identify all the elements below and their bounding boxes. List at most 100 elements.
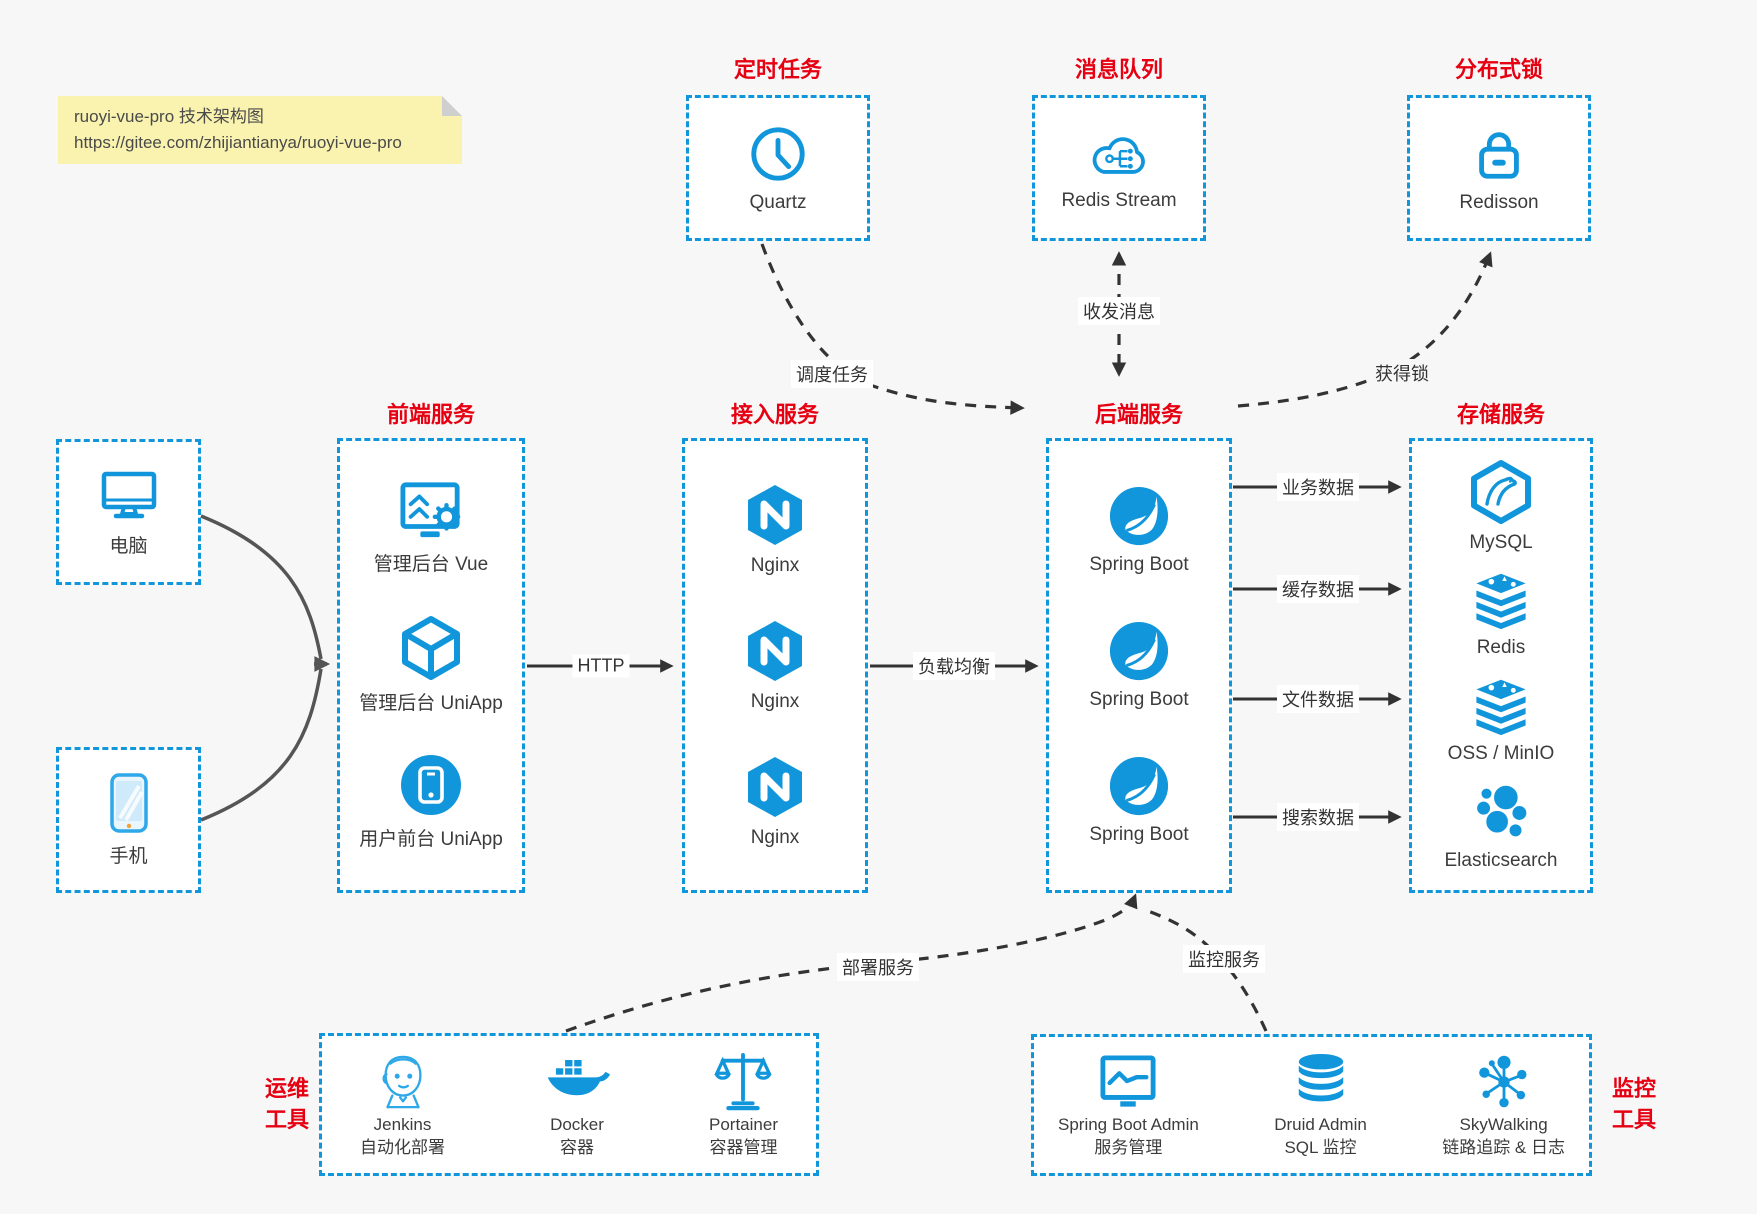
frontend-box: 管理后台 Vue 管理后台 UniApp 用户前台 UniApp [337,438,525,893]
group-title-distributed-lock: 分布式锁 [1454,57,1544,82]
node-label: SkyWalking [1459,1115,1548,1135]
node-label: 电脑 [109,536,148,557]
gateway-box: Nginx Nginx Nginx [682,438,868,893]
clock-icon [747,123,809,185]
monitor-tools-line1: 监控 [1611,1076,1657,1101]
spring-boot-icon [1108,620,1170,682]
edge-label-load-balancing: 负载均衡 [913,652,995,680]
monitor-tools-box: Spring Boot Admin 服务管理 Druid Admin SQL 监… [1031,1034,1592,1176]
edge-label-deploy-service: 部署服务 [837,953,919,981]
monitor-tools-line2: 工具 [1611,1106,1657,1132]
node-spring-boot-admin: Spring Boot Admin 服务管理 [1058,1050,1199,1160]
node-sublabel: 容器 [560,1137,594,1157]
nginx-icon [744,754,806,820]
node-label: Spring Boot [1089,689,1189,710]
backend-box: Spring Boot Spring Boot Spring Boot [1046,438,1232,893]
edge-label-file-data: 文件数据 [1277,685,1359,713]
cloud-network-icon [1085,125,1153,183]
node-sublabel: 自动化部署 [360,1137,445,1157]
skywalking-icon [1474,1050,1534,1114]
node-oss-minio: OSS / MinIO [1447,678,1555,765]
edge-label-monitor-service: 监控服务 [1183,945,1265,973]
node-mobile: 手机 [106,772,152,868]
node-label: Spring Boot [1089,554,1189,575]
group-title-scheduled-jobs: 定时任务 [733,57,823,82]
mysql-icon [1469,459,1533,525]
node-skywalking: SkyWalking 链路追踪 & 日志 [1442,1050,1565,1160]
node-nginx-1: Nginx [744,482,806,577]
node-sublabel: 链路追踪 & 日志 [1442,1138,1565,1157]
group-title-frontend: 前端服务 [386,402,476,427]
group-title-backend: 后端服务 [1094,402,1184,427]
admin-vue-icon [395,480,467,542]
edge-label-search-data: 搜索数据 [1277,803,1359,831]
node-label: 手机 [109,846,148,867]
group-title-message-queue: 消息队列 [1074,57,1164,82]
redis-stack-icon [1469,678,1533,736]
smartphone-icon [106,772,152,834]
node-mysql: MySQL [1469,459,1533,554]
node-label: Docker [550,1114,604,1134]
node-sublabel: SQL 监控 [1284,1138,1357,1157]
user-uniapp-icon [399,753,463,817]
node-label: Redis Stream [1061,189,1177,211]
pc-to-frontend-curve [200,514,323,660]
uniapp-cube-icon [400,615,462,681]
node-label: 管理后台 UniApp [359,692,503,714]
node-label: Druid Admin [1274,1115,1367,1135]
node-portainer: Portainer 容器管理 [709,1050,778,1160]
node-label: Elasticsearch [1444,849,1558,871]
node-label: 用户前台 UniApp [359,829,503,851]
jenkins-icon [374,1050,432,1114]
mobile-client-box: 手机 [56,747,201,893]
elasticsearch-icon [1470,783,1532,843]
node-label: OSS / MinIO [1447,742,1555,764]
edge-label-schedule-job: 调度任务 [791,360,873,388]
nginx-icon [744,618,806,684]
node-label: Portainer [709,1114,778,1134]
node-sublabel: 服务管理 [1094,1138,1163,1157]
node-user-uniapp: 用户前台 UniApp [359,753,503,851]
spring-admin-icon [1097,1050,1159,1114]
node-springboot-1: Spring Boot [1089,485,1189,576]
node-label: Redisson [1459,191,1539,213]
desktop-icon [97,466,161,524]
node-quartz: Quartz [747,123,809,214]
quartz-box: Quartz [686,95,870,241]
docker-icon [544,1050,610,1114]
lock-icon [1470,123,1528,185]
nginx-icon [744,482,806,548]
node-redis: Redis [1469,572,1533,659]
group-title-monitor-tools: 监控 工具 [1612,1074,1656,1136]
storage-box: MySQL Redis OSS / MinIO Elasticsearch [1409,438,1593,893]
ops-tools-line2: 工具 [264,1106,310,1132]
edge-label-business-data: 业务数据 [1277,473,1359,501]
edge-label-acquire-lock: 获得锁 [1370,359,1434,387]
node-elasticsearch: Elasticsearch [1445,783,1558,872]
edge-label-http: HTTP [572,654,630,678]
node-label: Spring Boot Admin [1058,1115,1199,1135]
redis-stack-icon [1469,572,1533,630]
group-title-ops-tools: 运维 工具 [265,1074,309,1136]
edge-label-cache-data: 缓存数据 [1277,575,1359,603]
node-druid-admin: Druid Admin SQL 监控 [1274,1050,1367,1160]
node-label: Nginx [750,555,800,576]
spring-boot-icon [1108,755,1170,817]
node-label: Nginx [750,827,800,848]
note-url: https://gitee.com/zhijiantianya/ruoyi-vu… [74,133,402,153]
node-jenkins: Jenkins 自动化部署 [360,1050,445,1160]
ops-tools-line1: 运维 [264,1076,310,1101]
node-redis-stream: Redis Stream [1061,125,1177,212]
group-title-storage: 存储服务 [1456,402,1546,427]
sticky-note: ruoyi-vue-pro 技术架构图 https://gitee.com/zh… [58,96,462,164]
redis-stream-box: Redis Stream [1032,95,1206,241]
ops-tools-box: Jenkins 自动化部署 Docker 容器 Portainer 容器管理 [319,1033,819,1176]
node-pc: 电脑 [97,466,161,558]
node-label: MySQL [1469,532,1533,554]
node-sublabel: 容器管理 [709,1137,778,1157]
node-admin-uniapp: 管理后台 UniApp [359,615,503,715]
node-label: Redis [1476,637,1526,659]
spring-boot-icon [1108,485,1170,547]
node-springboot-2: Spring Boot [1089,620,1189,711]
node-nginx-2: Nginx [744,618,806,713]
